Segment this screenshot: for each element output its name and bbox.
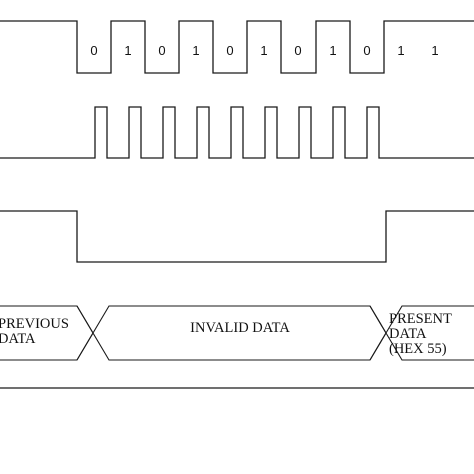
data-bits: 0 1 0 1 0 1 0 1 0 1 1	[90, 43, 438, 58]
previous-data-label-line1: PREVIOUS	[0, 316, 69, 332]
invalid-data-label: INVALID DATA	[190, 320, 290, 336]
output-bus	[0, 305, 474, 361]
bit-label: 1	[260, 43, 267, 58]
bit-label: 0	[90, 43, 97, 58]
bit-label: 1	[124, 43, 131, 58]
data-waveform	[0, 20, 474, 74]
present-data-label-line3: (HEX 55)	[389, 341, 447, 357]
present-data-label-line1: PRESENT	[389, 311, 452, 327]
bit-label: 0	[226, 43, 233, 58]
bit-label: 0	[158, 43, 165, 58]
bus-right-segment	[369, 305, 474, 361]
bit-label: 1	[397, 43, 404, 58]
previous-data-label-line2: DATA	[0, 331, 36, 347]
present-data-label-line2: DATA	[389, 326, 427, 342]
bit-label: 1	[192, 43, 199, 58]
bit-label: 0	[294, 43, 301, 58]
bit-label: 1	[329, 43, 336, 58]
bit-label: 1	[431, 43, 438, 58]
clock-waveform	[0, 106, 474, 159]
latch-waveform	[0, 210, 474, 263]
bit-label: 0	[363, 43, 370, 58]
